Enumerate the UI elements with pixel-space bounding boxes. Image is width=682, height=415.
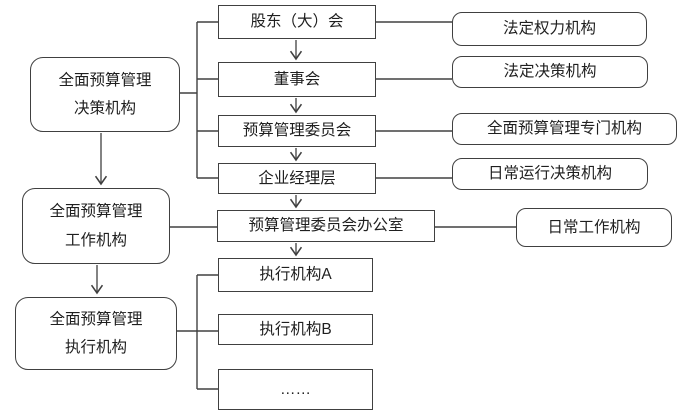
node-label: 执行机构B [259,320,332,338]
node-label: 日常运行决策机构 [487,165,612,183]
node-label: 企业经理层 [258,169,336,187]
node-label: 法定权力机构 [502,20,596,38]
node-shareholders-meeting: 股东（大）会 [218,5,376,39]
node-label: 工作机构 [64,231,127,249]
node-budget-committee-office: 预算管理委员会办公室 [217,210,435,242]
node-budget-committee: 预算管理委员会 [218,115,376,147]
node-board-of-directors: 董事会 [218,62,376,97]
node-execution-org: 全面预算管理 执行机构 [15,297,177,370]
node-label: 预算管理委员会 [242,122,352,140]
node-label: 全面预算管理专门机构 [486,120,642,138]
top-bracket-connector [179,21,220,179]
node-label: 日常工作机构 [547,218,641,236]
node-executive-org-b: 执行机构B [218,314,373,345]
node-label: 全面预算管理 [58,71,152,89]
node-budget-special-org: 全面预算管理专门机构 [452,113,677,145]
right-connectors [375,21,516,228]
node-label: 法定决策机构 [503,63,597,81]
node-label: 董事会 [273,70,321,88]
node-label: 执行机构 [64,339,127,356]
node-work-org: 全面预算管理 工作机构 [22,188,170,264]
node-label: 执行机构A [259,266,332,284]
node-daily-work-org: 日常工作机构 [516,208,672,247]
node-legal-authority-org: 法定权力机构 [452,12,647,46]
node-enterprise-management: 企业经理层 [218,163,376,194]
node-label: 预算管理委员会办公室 [248,217,404,235]
node-daily-operation-decision-org: 日常运行决策机构 [452,158,648,190]
node-legal-decision-org: 法定决策机构 [452,56,648,88]
node-executive-org-a: 执行机构A [218,258,373,292]
node-label: …… [280,380,311,398]
node-label: 全面预算管理 [49,310,143,328]
node-executive-org-ellipsis: …… [218,369,373,410]
bottom-bracket-connector [176,274,220,390]
node-decision-org: 全面预算管理 决策机构 [30,57,180,132]
flow-arrows [90,40,303,295]
node-label: 决策机构 [73,100,136,117]
node-label: 股东（大）会 [250,13,344,31]
node-label: 全面预算管理 [49,203,143,221]
